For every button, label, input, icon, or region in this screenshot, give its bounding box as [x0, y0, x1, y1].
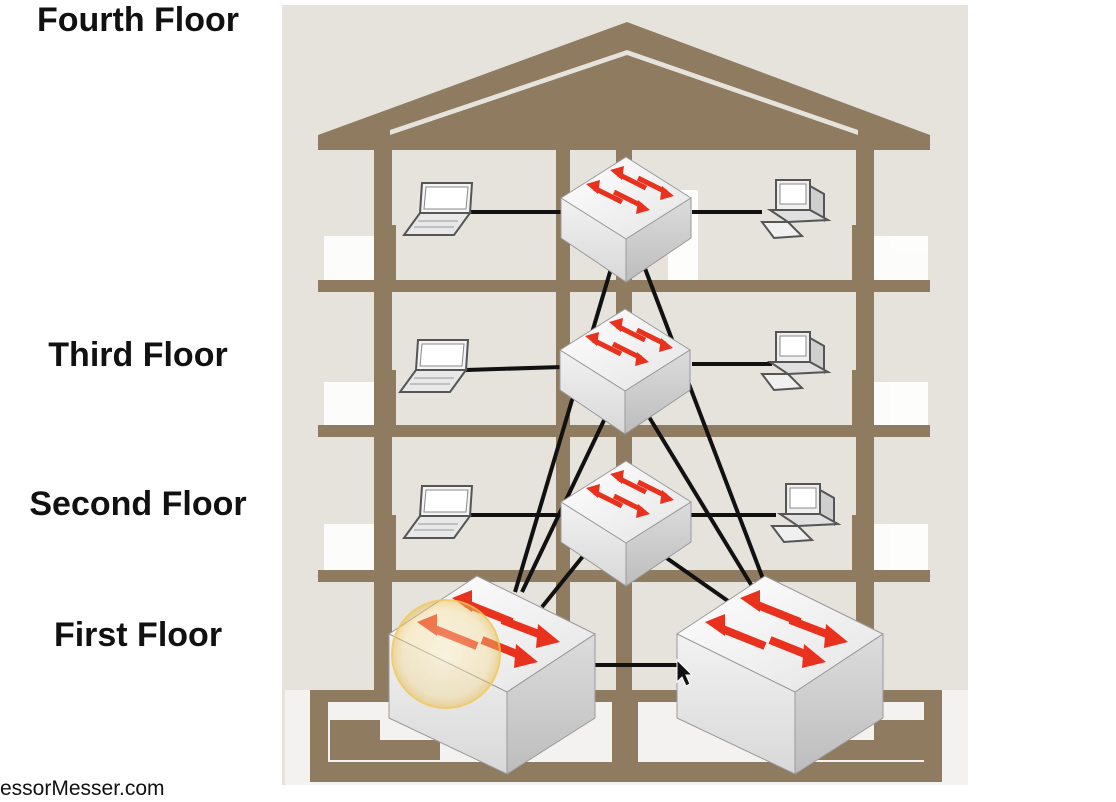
- network-links: [465, 210, 776, 667]
- first-floor-label: First Floor: [53, 616, 223, 654]
- mouse-cursor-icon: [676, 658, 694, 687]
- fourth-floor-label: Fourth Floor: [36, 1, 240, 39]
- watermark-text: essorMesser.com: [0, 777, 165, 800]
- second-floor-label: Second Floor: [29, 485, 247, 523]
- highlight-circle: [391, 599, 501, 709]
- third-floor-label: Third Floor: [48, 336, 228, 374]
